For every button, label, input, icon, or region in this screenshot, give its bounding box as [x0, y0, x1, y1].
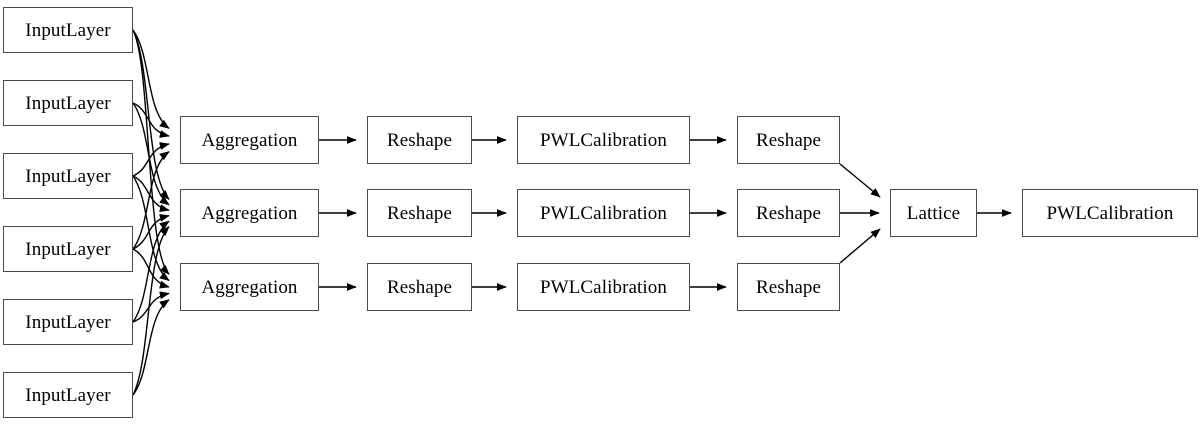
node-label: PWLCalibration: [1046, 202, 1174, 224]
node-label: PWLCalibration: [540, 202, 667, 224]
node-label: Reshape: [386, 276, 453, 298]
node-pwl_1[interactable]: PWLCalibration: [517, 116, 690, 164]
node-reshape_2b[interactable]: Reshape: [737, 189, 840, 237]
node-reshape_2a[interactable]: Reshape: [367, 189, 472, 237]
node-pwl_3[interactable]: PWLCalibration: [517, 263, 690, 311]
node-input_2[interactable]: InputLayer: [3, 80, 133, 126]
node-label: Aggregation: [201, 129, 298, 151]
node-label: Aggregation: [201, 276, 298, 298]
edge-input_2-to-agg_1: [132, 102, 170, 138]
node-agg_1[interactable]: Aggregation: [180, 116, 319, 164]
node-label: InputLayer: [25, 92, 111, 114]
edge-input_6-to-agg_2: [132, 226, 170, 396]
node-label: Reshape: [755, 276, 822, 298]
edge-input_1-to-agg_1: [132, 29, 170, 129]
node-agg_2[interactable]: Aggregation: [180, 189, 319, 237]
edge-input_6-to-agg_3: [132, 299, 170, 396]
node-label: InputLayer: [25, 384, 111, 406]
node-input_1[interactable]: InputLayer: [3, 7, 133, 53]
node-reshape_3b[interactable]: Reshape: [737, 263, 840, 311]
node-label: InputLayer: [25, 165, 111, 187]
node-agg_3[interactable]: Aggregation: [180, 263, 319, 311]
node-input_3[interactable]: InputLayer: [3, 153, 133, 199]
node-input_5[interactable]: InputLayer: [3, 299, 133, 345]
edge-input_4-to-agg_3: [132, 248, 170, 289]
node-label: Aggregation: [201, 202, 298, 224]
node-lattice[interactable]: Lattice: [890, 189, 977, 237]
node-reshape_1a[interactable]: Reshape: [367, 116, 472, 164]
node-label: Reshape: [386, 129, 453, 151]
node-label: Reshape: [755, 202, 822, 224]
node-label: PWLCalibration: [540, 129, 667, 151]
edge-reshape_3b-to-lattice: [839, 228, 881, 264]
node-input_4[interactable]: InputLayer: [3, 226, 133, 272]
node-label: Reshape: [755, 129, 822, 151]
node-reshape_1b[interactable]: Reshape: [737, 116, 840, 164]
node-input_6[interactable]: InputLayer: [3, 372, 133, 418]
node-label: InputLayer: [25, 19, 111, 41]
node-pwl_out[interactable]: PWLCalibration: [1022, 189, 1198, 237]
node-label: InputLayer: [25, 311, 111, 333]
edge-input_3-to-agg_1: [132, 142, 170, 177]
node-pwl_2[interactable]: PWLCalibration: [517, 189, 690, 237]
edge-input_5-to-agg_3: [132, 291, 170, 323]
node-label: Lattice: [906, 202, 961, 224]
node-reshape_3a[interactable]: Reshape: [367, 263, 472, 311]
edge-input_2-to-agg_2: [132, 102, 170, 206]
node-label: PWLCalibration: [540, 276, 667, 298]
node-label: InputLayer: [25, 238, 111, 260]
edge-reshape_1b-to-lattice: [839, 163, 881, 198]
node-label: Reshape: [386, 202, 453, 224]
edge-input_4-to-agg_2: [132, 213, 170, 250]
edge-group: [132, 29, 1012, 396]
edge-input_4-to-agg_1: [132, 151, 170, 250]
